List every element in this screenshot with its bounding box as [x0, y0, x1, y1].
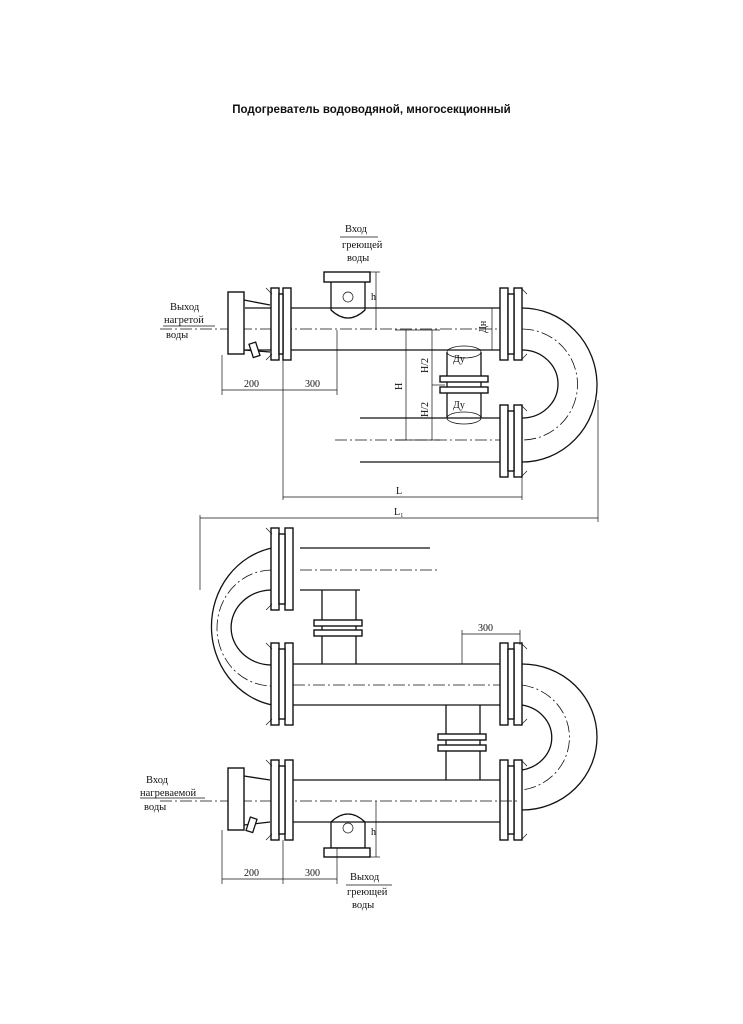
dim-du-b: Ду — [453, 400, 465, 411]
label-out-heated-3: воды — [166, 330, 188, 341]
dim-L: L — [396, 486, 402, 497]
dim-L1: L₁ — [394, 507, 404, 518]
end-cap — [227, 291, 245, 355]
page-title: Подогреватель водоводяной, многосекционн… — [232, 104, 511, 116]
dim-200-bottom: 200 — [244, 868, 259, 879]
label-in-heating-3: воды — [347, 253, 369, 264]
labels: Вход греющей воды Выход нагретой воды Вх… — [140, 224, 388, 911]
dim-H: Н — [394, 383, 405, 390]
top-section — [160, 236, 599, 590]
dim-300-top: 300 — [305, 379, 320, 390]
bottom-section — [140, 527, 598, 886]
label-out-heated-1: Выход — [170, 302, 200, 313]
label-out-heating-1: Выход — [350, 872, 380, 883]
label-out-heating-2: греющей — [347, 887, 388, 898]
dim-200-top: 200 — [244, 379, 259, 390]
label-in-heating-1: Вход — [345, 224, 368, 235]
label-out-heated-2: нагретой — [164, 315, 204, 326]
dim-h-top: h — [371, 292, 376, 303]
dimension-labels: 200 300 h Дн Н Н/2 Н/2 Ду Ду L L₁ 300 20… — [244, 292, 493, 879]
dim-300-mid: 300 — [478, 623, 493, 634]
dim-H2-a: Н/2 — [420, 358, 431, 373]
flange-ticks — [265, 287, 528, 841]
drain-nozzle — [248, 341, 261, 359]
dim-dn: Дн — [478, 320, 489, 333]
label-in-heated-2: нагреваемой — [140, 788, 197, 799]
inlet-flange — [323, 271, 371, 283]
dim-du-a: Ду — [453, 354, 465, 365]
label-in-heating-2: греющей — [342, 240, 383, 251]
dim-h-bottom: h — [371, 827, 376, 838]
end-cap-bottom — [227, 767, 245, 831]
label-out-heating-3: воды — [352, 900, 374, 911]
dim-300-bottom: 300 — [305, 868, 320, 879]
label-in-heated-1: Вход — [146, 775, 169, 786]
label-in-heated-3: воды — [144, 802, 166, 813]
dim-H2-b: Н/2 — [420, 402, 431, 417]
